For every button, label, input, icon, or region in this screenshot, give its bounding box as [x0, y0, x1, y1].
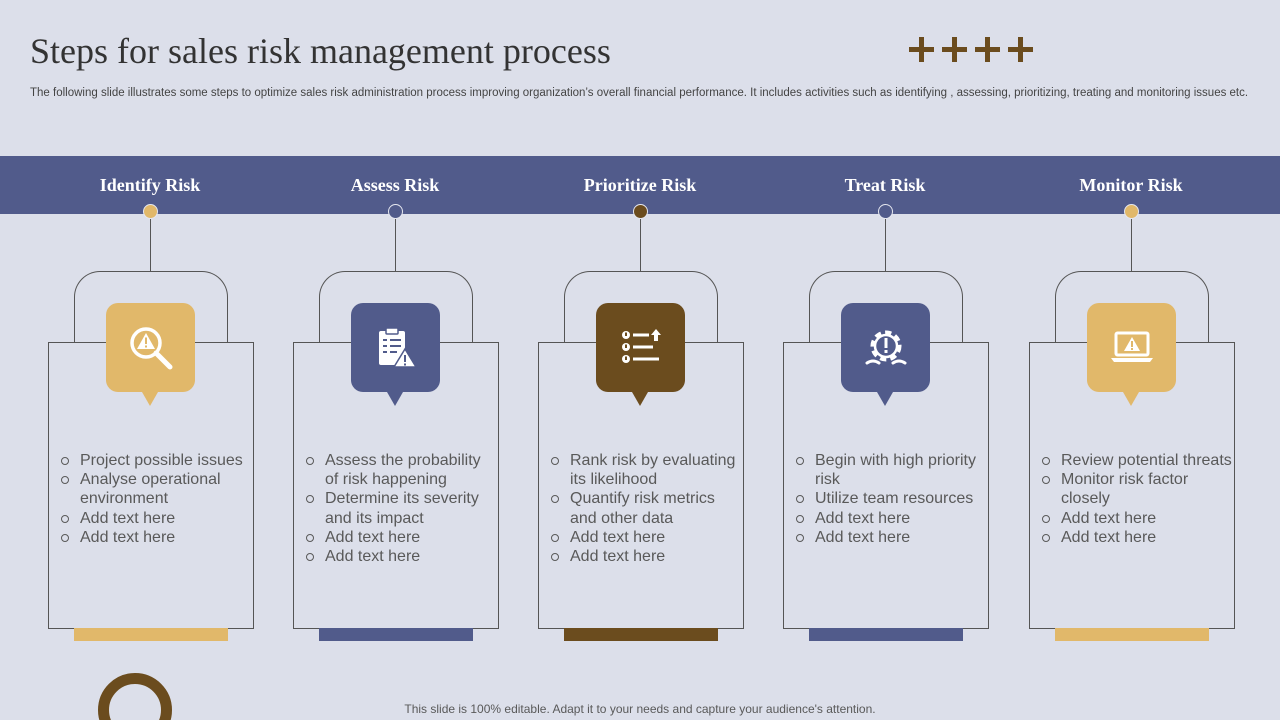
list-item: Add text here [61, 509, 251, 528]
step-identify-risk: Identify Risk Project possible issues An… [27, 156, 273, 646]
list-item: Monitor risk factor closely [1042, 470, 1232, 508]
gear-warning-icon [865, 330, 906, 364]
connector-line [640, 219, 641, 271]
clipboard-warning-icon [378, 326, 417, 368]
list-item: Project possible issues [61, 451, 251, 470]
timeline-dot [388, 204, 403, 219]
connector-line [1131, 219, 1132, 271]
decorative-plus-icons [908, 36, 1034, 63]
icon-tile [841, 303, 930, 406]
step-heading: Treat Risk [844, 175, 926, 195]
list-item: Quantify risk metrics and other data [551, 489, 741, 527]
list-item: Add text here [306, 528, 496, 547]
list-item: Assess the probability of risk happening [306, 451, 496, 489]
list-item: Utilize team resources [796, 489, 986, 508]
bullet-list: Project possible issues Analyse operatio… [61, 451, 251, 547]
timeline-dot [633, 204, 648, 219]
bottom-bar [809, 628, 963, 641]
list-item: Add text here [551, 547, 741, 566]
bullet-list: Rank risk by evaluating its likelihood Q… [551, 451, 741, 566]
connector-line [395, 219, 396, 271]
step-heading: Monitor Risk [1079, 175, 1183, 195]
card-arch [319, 271, 473, 345]
card-arch [1055, 271, 1209, 345]
magnifier-warning-icon [129, 326, 172, 369]
slide-subtitle: The following slide illustrates some ste… [30, 87, 1249, 99]
bottom-bar [74, 628, 228, 641]
list-item: Determine its severity and its impact [306, 489, 496, 527]
list-item: Add text here [306, 547, 496, 566]
bullet-list: Assess the probability of risk happening… [306, 451, 496, 566]
timeline-dot [1124, 204, 1139, 219]
list-item: Rank risk by evaluating its likelihood [551, 451, 741, 489]
step-monitor-risk: Monitor Risk Review potential threats Mo… [1008, 156, 1254, 646]
step-heading: Assess Risk [350, 175, 440, 195]
plus-icon [908, 36, 935, 63]
plus-icon [941, 36, 968, 63]
timeline-dot [878, 204, 893, 219]
plus-icon [1007, 36, 1034, 63]
card-arch [564, 271, 718, 345]
list-item: Begin with high priority risk [796, 451, 986, 489]
bullet-list: Begin with high priority risk Utilize te… [796, 451, 986, 547]
icon-tile [1087, 303, 1176, 406]
bottom-bar [564, 628, 718, 641]
step-heading: Identify Risk [99, 175, 201, 195]
step-assess-risk: Assess Risk Assess the probability of ri… [272, 156, 518, 646]
connector-line [150, 219, 151, 271]
priority-list-icon [621, 328, 661, 363]
bullet-list: Review potential threats Monitor risk fa… [1042, 451, 1232, 547]
laptop-warning-icon [1110, 331, 1153, 362]
list-item: Add text here [551, 528, 741, 547]
list-item: Analyse operational environment [61, 470, 251, 508]
bottom-bar [1055, 628, 1209, 641]
card-arch [809, 271, 963, 345]
icon-tile [106, 303, 195, 406]
slide-footer: This slide is 100% editable. Adapt it to… [404, 702, 876, 716]
decorative-ring [98, 673, 172, 720]
list-item: Add text here [1042, 509, 1232, 528]
list-item: Add text here [1042, 528, 1232, 547]
slide-title: Steps for sales risk management process [30, 31, 611, 71]
bottom-bar [319, 628, 473, 641]
plus-icon [974, 36, 1001, 63]
list-item: Add text here [796, 528, 986, 547]
list-item: Add text here [796, 509, 986, 528]
step-prioritize-risk: Prioritize Risk Rank risk by evaluating … [517, 156, 763, 646]
step-heading: Prioritize Risk [583, 175, 697, 195]
list-item: Review potential threats [1042, 451, 1232, 470]
icon-tile [596, 303, 685, 406]
list-item: Add text here [61, 528, 251, 547]
step-treat-risk: Treat Risk Begin with high priority risk… [762, 156, 1008, 646]
card-arch [74, 271, 228, 345]
icon-tile [351, 303, 440, 406]
connector-line [885, 219, 886, 271]
timeline-dot [143, 204, 158, 219]
